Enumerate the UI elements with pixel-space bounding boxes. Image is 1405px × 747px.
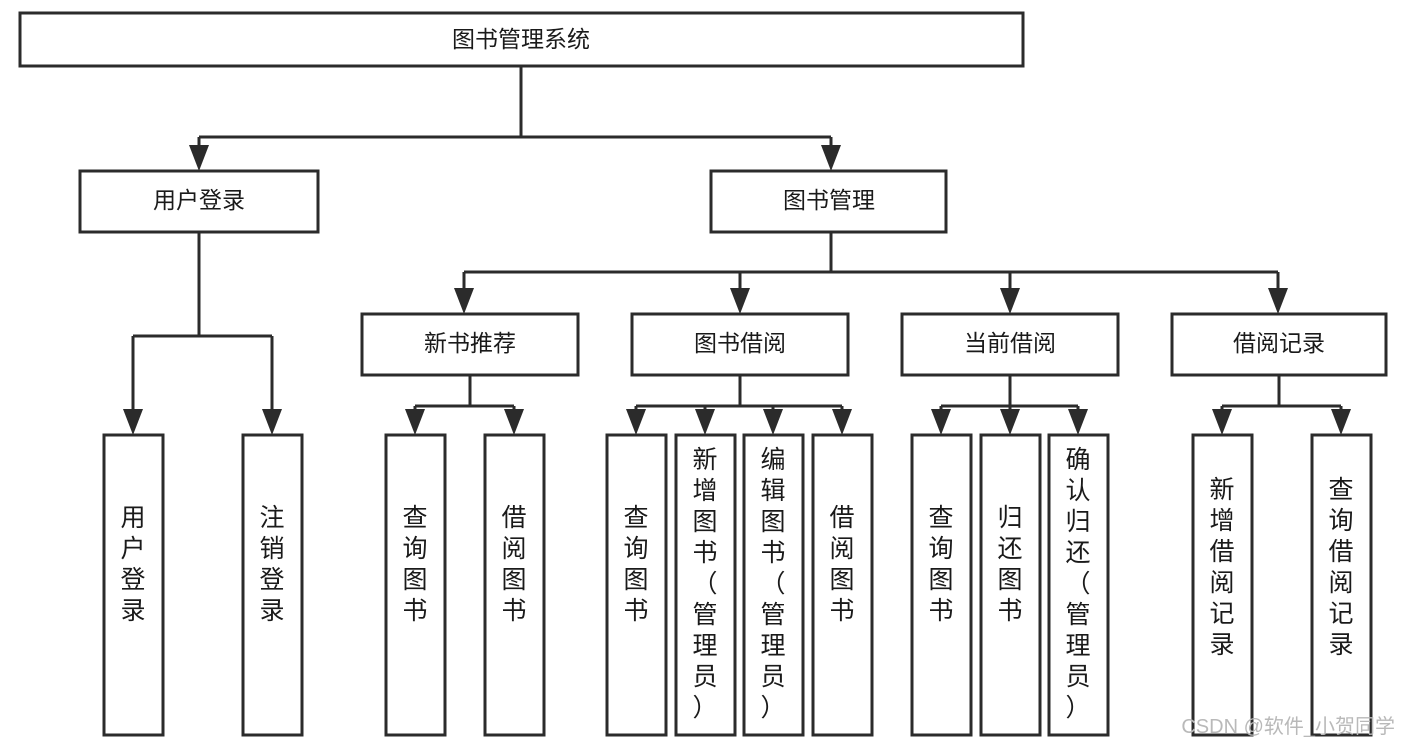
node-leaf-add-record-box[interactable] (1191, 433, 1254, 737)
arrow-head-leaf-query-book-rec (405, 409, 425, 435)
arrow-head-current-borrow (1000, 288, 1020, 314)
node-leaf-query-record[interactable]: 查询借阅记录 (1310, 433, 1373, 737)
leaf-node-layer: 用户登录 注销登录 查询图书 借阅图书 查询图书 新增图书（管理员） 编辑图书（… (102, 433, 1373, 737)
node-leaf-add-book-box[interactable] (674, 433, 737, 737)
node-current-borrow-label: 当前借阅 (964, 330, 1056, 356)
node-leaf-borrow-book-bb-box[interactable] (811, 433, 874, 737)
arrow-head-leaf-query-book-cb (931, 409, 951, 435)
node-book-borrow-label: 图书借阅 (694, 330, 786, 356)
node-leaf-user-login-label: 用户登录 (120, 504, 145, 625)
node-leaf-query-book-bb-box[interactable] (605, 433, 668, 737)
node-leaf-query-record-box[interactable] (1310, 433, 1373, 737)
node-borrow-record-box[interactable] (1170, 312, 1388, 377)
csdn-watermark: CSDN @软件_小贺同学 (1181, 715, 1395, 738)
node-borrow-record[interactable]: 借阅记录 (1170, 312, 1388, 377)
node-leaf-borrow-book-bb[interactable]: 借阅图书 (811, 433, 874, 737)
node-leaf-query-book-rec-box[interactable] (384, 433, 447, 737)
node-leaf-logout-login[interactable]: 注销登录 (241, 433, 304, 737)
arrow-head-leaf-user-login (123, 409, 143, 435)
node-user-login-box[interactable] (78, 169, 320, 234)
node-leaf-edit-book[interactable]: 编辑图书（管理员） (742, 433, 805, 737)
node-leaf-add-book[interactable]: 新增图书（管理员） (674, 433, 737, 737)
node-leaf-logout-login-box[interactable] (241, 433, 304, 737)
node-leaf-confirm-return-box[interactable] (1047, 433, 1110, 737)
node-borrow-record-label: 借阅记录 (1233, 330, 1325, 356)
arrow-head-leaf-edit-book (763, 409, 783, 435)
arrow-head-leaf-add-record (1212, 409, 1232, 435)
node-leaf-return-book-box[interactable] (979, 433, 1042, 737)
node-root-box[interactable] (18, 11, 1025, 68)
arrow-head-new-book-recommend (454, 288, 474, 314)
node-leaf-confirm-return[interactable]: 确认归还（管理员） (1047, 433, 1110, 737)
node-leaf-query-book-cb-label: 查询图书 (928, 504, 953, 625)
node-root[interactable]: 图书管理系统 (18, 11, 1025, 68)
node-leaf-edit-book-label: 编辑图书（管理员） (760, 446, 785, 722)
node-leaf-query-book-rec[interactable]: 查询图书 (384, 433, 447, 737)
node-new-book-recommend[interactable]: 新书推荐 (360, 312, 580, 377)
node-leaf-query-book-cb-box[interactable] (910, 433, 973, 737)
arrow-head-book-manage (821, 145, 841, 171)
node-leaf-query-record-label: 查询借阅记录 (1328, 476, 1353, 659)
node-leaf-add-record[interactable]: 新增借阅记录 (1191, 433, 1254, 737)
arrow-head-leaf-query-book-bb (626, 409, 646, 435)
node-leaf-add-book-label: 新增图书（管理员） (692, 446, 717, 722)
node-leaf-return-book[interactable]: 归还图书 (979, 433, 1042, 737)
node-leaf-query-book-rec-label: 查询图书 (402, 504, 427, 625)
arrow-head-leaf-add-book (695, 409, 715, 435)
node-current-borrow[interactable]: 当前借阅 (900, 312, 1120, 377)
node-leaf-user-login-box[interactable] (102, 433, 165, 737)
arrow-head-book-borrow (730, 288, 750, 314)
node-new-book-recommend-box[interactable] (360, 312, 580, 377)
node-user-login-label: 用户登录 (153, 187, 245, 213)
node-leaf-query-book-cb[interactable]: 查询图书 (910, 433, 973, 737)
node-new-book-recommend-label: 新书推荐 (424, 330, 516, 356)
node-leaf-edit-book-box[interactable] (742, 433, 805, 737)
node-user-login[interactable]: 用户登录 (78, 169, 320, 234)
arrow-head-leaf-confirm-return (1068, 409, 1088, 435)
node-root-label: 图书管理系统 (452, 26, 590, 52)
node-current-borrow-box[interactable] (900, 312, 1120, 377)
node-leaf-query-book-bb[interactable]: 查询图书 (605, 433, 668, 737)
node-leaf-logout-login-label: 注销登录 (259, 504, 284, 625)
node-leaf-borrow-book-bb-label: 借阅图书 (829, 504, 854, 625)
node-book-manage-label: 图书管理 (783, 187, 875, 213)
arrow-head-user-login (189, 145, 209, 171)
connector-layer (123, 66, 1351, 435)
node-leaf-borrow-book-rec-box[interactable] (483, 433, 546, 737)
arrow-head-leaf-borrow-book-bb (832, 409, 852, 435)
arrow-head-leaf-logout-login (262, 409, 282, 435)
node-book-manage[interactable]: 图书管理 (709, 169, 948, 234)
node-leaf-borrow-book-rec-label: 借阅图书 (501, 504, 526, 625)
node-leaf-add-record-label: 新增借阅记录 (1209, 476, 1234, 659)
arrow-head-borrow-record (1268, 288, 1288, 314)
node-book-borrow-box[interactable] (630, 312, 850, 377)
arrow-head-leaf-borrow-book-rec (504, 409, 524, 435)
arrow-head-leaf-query-record (1331, 409, 1351, 435)
node-leaf-query-book-bb-label: 查询图书 (623, 504, 648, 625)
node-book-borrow[interactable]: 图书借阅 (630, 312, 850, 377)
node-leaf-return-book-label: 归还图书 (997, 504, 1022, 625)
node-leaf-confirm-return-label: 确认归还（管理员） (1065, 446, 1090, 722)
node-leaf-user-login[interactable]: 用户登录 (102, 433, 165, 737)
node-leaf-borrow-book-rec[interactable]: 借阅图书 (483, 433, 546, 737)
arrow-head-leaf-return-book (1000, 409, 1020, 435)
node-book-manage-box[interactable] (709, 169, 948, 234)
